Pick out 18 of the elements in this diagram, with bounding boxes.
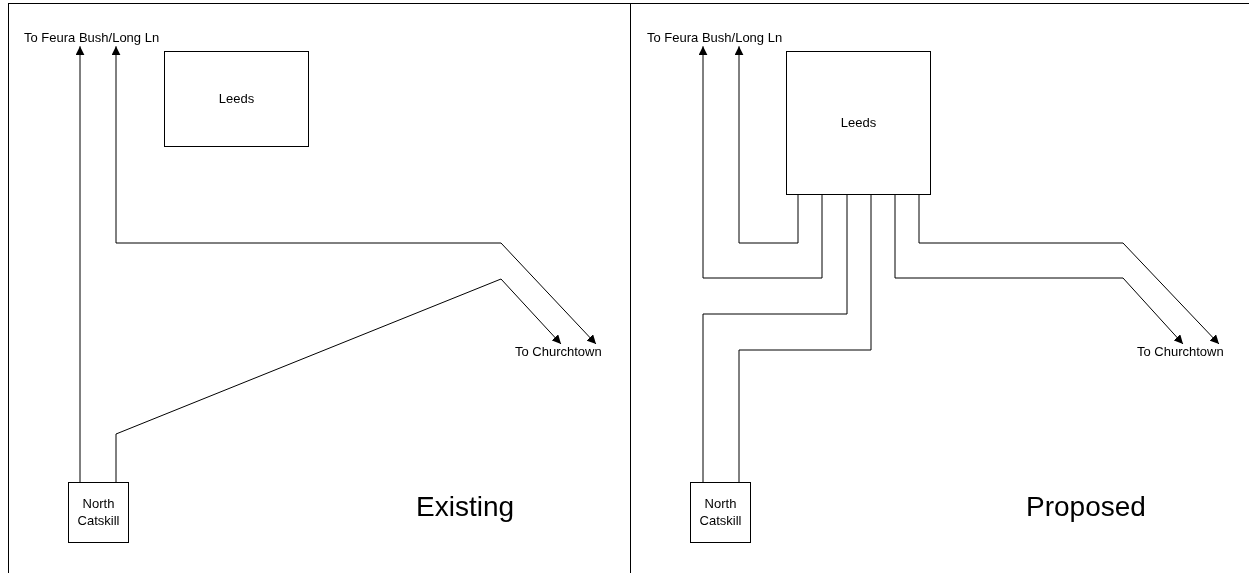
town-box: Leeds — [164, 51, 309, 147]
road-arrow — [698, 45, 823, 279]
place-label: To Feura Bush/Long Ln — [24, 30, 160, 47]
panel-title: Existing — [416, 490, 515, 524]
panel-title: Proposed — [1026, 490, 1146, 524]
road-arrow — [894, 194, 1184, 345]
road-arrow — [115, 278, 562, 483]
place-label: To Churchtown — [1137, 344, 1224, 361]
panel-frame — [8, 3, 631, 573]
road-arrow — [75, 45, 85, 483]
road-arrow — [111, 45, 597, 345]
town-box: North Catskill — [690, 482, 751, 543]
town-box: Leeds — [786, 51, 931, 195]
place-label: To Feura Bush/Long Ln — [647, 30, 783, 47]
road-arrow — [918, 194, 1220, 345]
place-label: To Churchtown — [515, 344, 602, 361]
town-box: North Catskill — [68, 482, 129, 543]
road-arrow — [734, 45, 799, 244]
